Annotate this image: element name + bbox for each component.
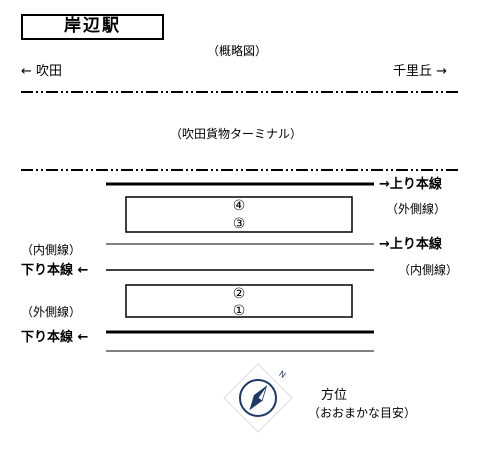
track-number-3: ③ (232, 216, 246, 232)
title-box (21, 14, 164, 40)
outer-line-label-1: （外側線） (386, 202, 447, 216)
compass-note: （おおまかな目安） (308, 406, 417, 420)
station-title: 岸辺駅 (64, 16, 121, 36)
down-main-label-1: 下り本線 ← (21, 263, 89, 278)
track-number-1: ① (232, 303, 246, 319)
diagram-subtitle: （概略図） (207, 44, 268, 58)
inner-line-label-left: （内側線） (21, 243, 82, 257)
outer-line-label-2: （外側線） (21, 305, 82, 319)
track-number-4: ④ (232, 198, 246, 214)
compass-label: 方位 (321, 388, 348, 403)
up-main-label-1: →上り本線 (379, 177, 442, 192)
freight-terminal-label: （吹田貨物ターミナル） (170, 127, 303, 141)
compass-icon (223, 363, 293, 433)
platform-lower (125, 284, 353, 318)
down-main-label-2: 下り本線 ← (21, 330, 89, 345)
track-number-2: ② (232, 286, 246, 302)
platform-upper (125, 196, 353, 233)
inner-line-label-right: （内側線） (398, 263, 459, 277)
direction-left-label: ← 吹田 (21, 64, 63, 79)
up-main-label-2: →上り本線 (379, 237, 442, 252)
direction-right-label: 千里丘 → (393, 64, 448, 79)
